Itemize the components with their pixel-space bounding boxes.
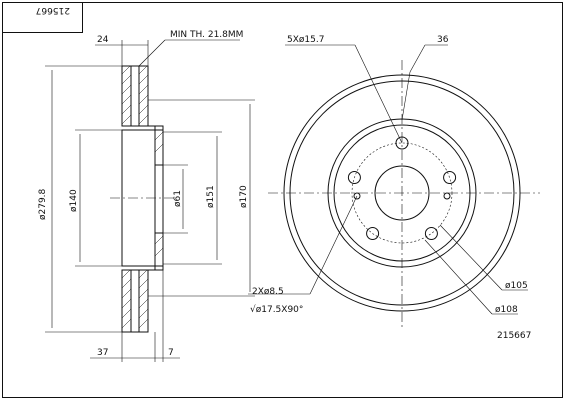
min-thickness-label: MIN TH. 21.8MM <box>170 30 243 40</box>
center-bore <box>374 165 430 221</box>
top-friction-ring <box>121 65 149 127</box>
part-number: 215667 <box>497 331 531 341</box>
friction-inner <box>289 80 515 306</box>
bolt-holes-label: 5Xø15.7 <box>287 35 324 45</box>
hat-inner <box>333 124 471 262</box>
angle-label: 36 <box>437 35 449 45</box>
pilot-holes-label: 2Xø8.5 <box>252 287 284 297</box>
total-height-label: 37 <box>97 348 108 358</box>
d140-label: ø140 <box>69 189 79 212</box>
outer-diameter-label: ø279.8 <box>38 188 48 220</box>
thickness-label: 24 <box>97 35 109 45</box>
hub-label: ø108 <box>495 305 518 315</box>
hat-offset-label: 7 <box>168 348 174 358</box>
bolt-holes <box>347 136 457 240</box>
front-view: 36 5Xø15.7 2Xø8.5 √ø17.5X90° ø105 ø108 2… <box>248 35 540 341</box>
d170-label: ø170 <box>239 185 249 208</box>
part-number-rotated: 215667 <box>36 5 70 15</box>
outer-rim <box>283 74 521 312</box>
title-box <box>2 2 83 33</box>
pcd-label: ø105 <box>505 281 528 291</box>
countersink-label: √ø17.5X90° <box>250 304 303 315</box>
pcd-circle <box>351 142 453 244</box>
d151-label: ø151 <box>206 185 216 208</box>
bottom-friction-ring <box>121 269 149 333</box>
side-section-view: ø279.8 ø140 ø61 ø151 ø170 24 MIN TH. 21.… <box>38 30 255 362</box>
d61-label: ø61 <box>173 190 183 207</box>
